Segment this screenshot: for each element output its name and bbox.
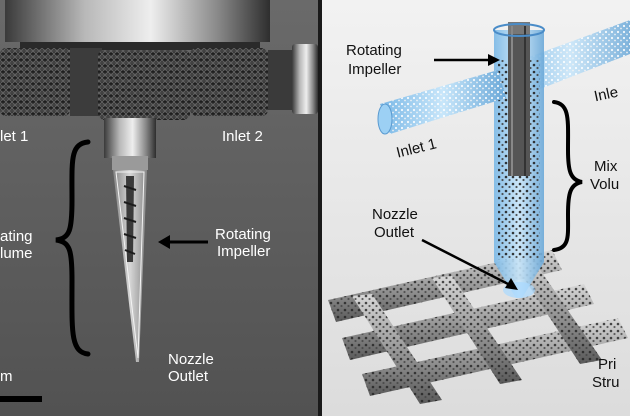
schematic-impeller-label-line2: Impeller [348, 61, 402, 78]
impeller-label-line2: Impeller [217, 243, 271, 260]
schematic-drawing [322, 0, 630, 416]
printed-structure-label-line2: Stru [592, 374, 620, 391]
scale-bar-label: m [0, 368, 13, 385]
panel-divider [318, 0, 322, 416]
impeller-label-line1: Rotating [215, 226, 271, 243]
schematic-impeller-label-line1: Rotating [346, 42, 402, 59]
printed-structure-label-line1: Pri [598, 356, 617, 373]
mixing-volume-label-line2: lume [0, 245, 33, 262]
nozzle-label-line1: Nozzle [168, 351, 214, 368]
schematic-nozzle-label-line2: Outlet [374, 224, 415, 241]
inlet2-label: Inlet 2 [222, 128, 263, 145]
schematic-panel: Rotating Impeller Inle Inlet 1 Mix Volu … [322, 0, 630, 416]
mixing-volume-label-line1: ating [0, 228, 33, 245]
schematic-nozzle-label-line1: Nozzle [372, 206, 418, 223]
nozzle-label-line2: Outlet [168, 368, 209, 385]
printhead-photo [0, 0, 318, 416]
schematic-mixing-label-line2: Volu [590, 176, 620, 193]
inlet1-label: let 1 [0, 128, 29, 145]
schematic-mixing-label-line1: Mix [594, 158, 618, 175]
photo-panel: let 1 Inlet 2 ating lume Rotating Impell… [0, 0, 318, 416]
